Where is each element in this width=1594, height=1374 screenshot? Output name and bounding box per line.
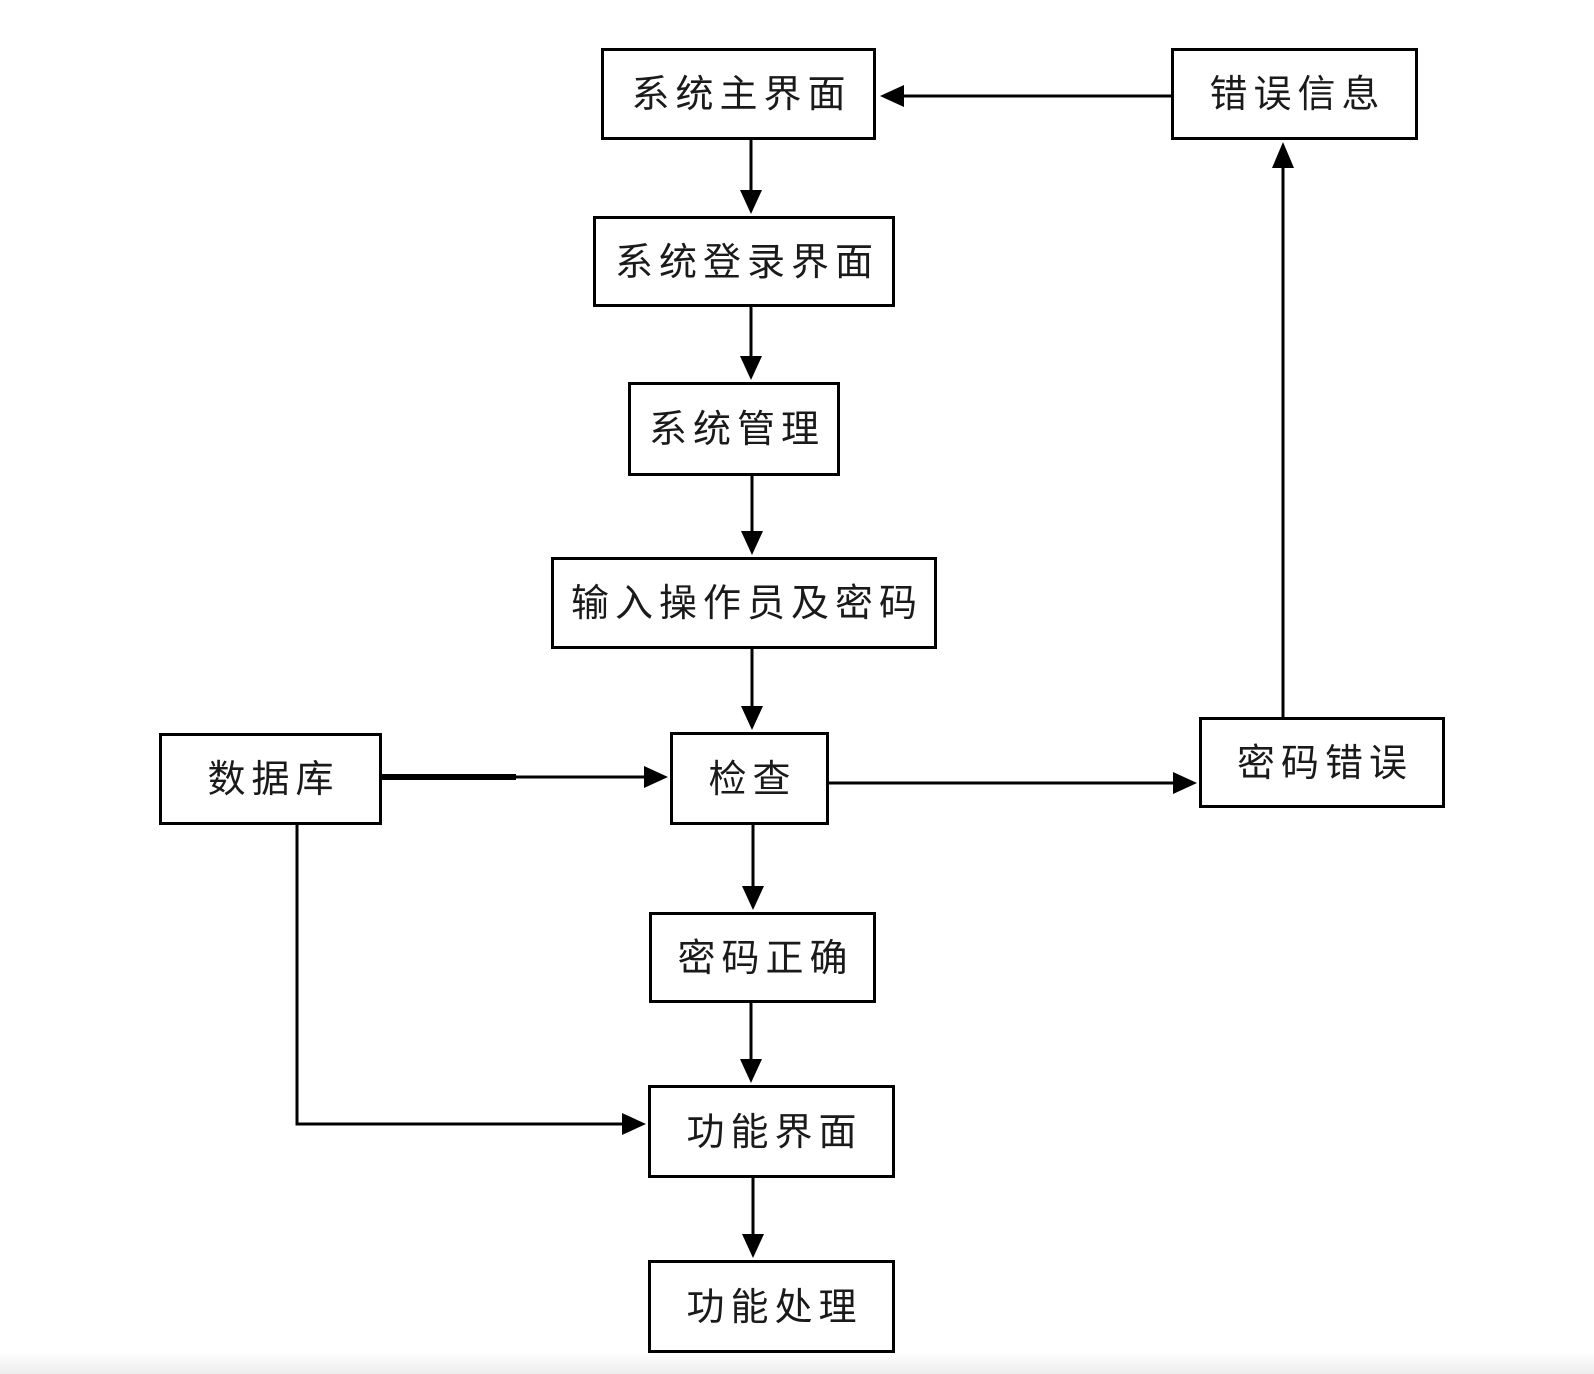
node-password-correct-label: 密码正确 bbox=[677, 935, 854, 980]
node-login-ui-label: 系统登录界面 bbox=[614, 239, 879, 284]
node-system-mgmt: 系统管理 bbox=[628, 382, 840, 476]
edge-main-ui-login-ui-arrowhead bbox=[740, 190, 762, 214]
edge-database-function-ui-elbow-line bbox=[295, 825, 624, 1126]
node-system-mgmt-label: 系统管理 bbox=[648, 407, 825, 451]
edge-check-password-wrong-arrowhead bbox=[1173, 772, 1197, 794]
node-database-label: 数据库 bbox=[207, 757, 340, 801]
edge-login-ui-system-mgmt-arrowhead bbox=[740, 356, 762, 380]
node-check-label: 检查 bbox=[708, 756, 797, 801]
node-function-process: 功能处理 bbox=[648, 1260, 895, 1353]
node-main-ui-label: 系统主界面 bbox=[631, 72, 852, 116]
node-password-correct: 密码正确 bbox=[649, 912, 876, 1003]
edge-password-wrong-error-info-arrowhead bbox=[1272, 142, 1294, 168]
edge-function-ui-function-process-arrowhead bbox=[742, 1234, 764, 1258]
edge-database-function-ui-arrowhead bbox=[622, 1113, 646, 1135]
node-function-process-label: 功能处理 bbox=[686, 1284, 863, 1329]
node-error-info: 错误信息 bbox=[1171, 48, 1418, 140]
page-bottom-edge bbox=[0, 1352, 1594, 1374]
edge-error-info-main-ui-arrowhead bbox=[880, 85, 904, 107]
edge-password-correct-function-ui-arrowhead bbox=[740, 1059, 762, 1083]
node-function-ui: 功能界面 bbox=[648, 1085, 895, 1178]
node-error-info-label: 错误信息 bbox=[1209, 72, 1386, 116]
edge-database-check-arrowhead bbox=[644, 766, 668, 788]
node-database: 数据库 bbox=[159, 733, 382, 825]
node-input-credentials: 输入操作员及密码 bbox=[551, 557, 937, 649]
edge-system-mgmt-input-credentials-arrowhead bbox=[741, 531, 763, 555]
node-password-wrong: 密码错误 bbox=[1199, 717, 1445, 808]
node-function-ui-label: 功能界面 bbox=[686, 1109, 863, 1154]
node-input-credentials-label: 输入操作员及密码 bbox=[570, 581, 923, 625]
node-check: 检查 bbox=[670, 732, 829, 825]
node-password-wrong-label: 密码错误 bbox=[1236, 740, 1413, 785]
node-main-ui: 系统主界面 bbox=[601, 48, 876, 140]
edge-input-credentials-check-arrowhead bbox=[741, 706, 763, 730]
node-login-ui: 系统登录界面 bbox=[593, 216, 895, 307]
edge-check-password-correct-arrowhead bbox=[742, 886, 764, 910]
